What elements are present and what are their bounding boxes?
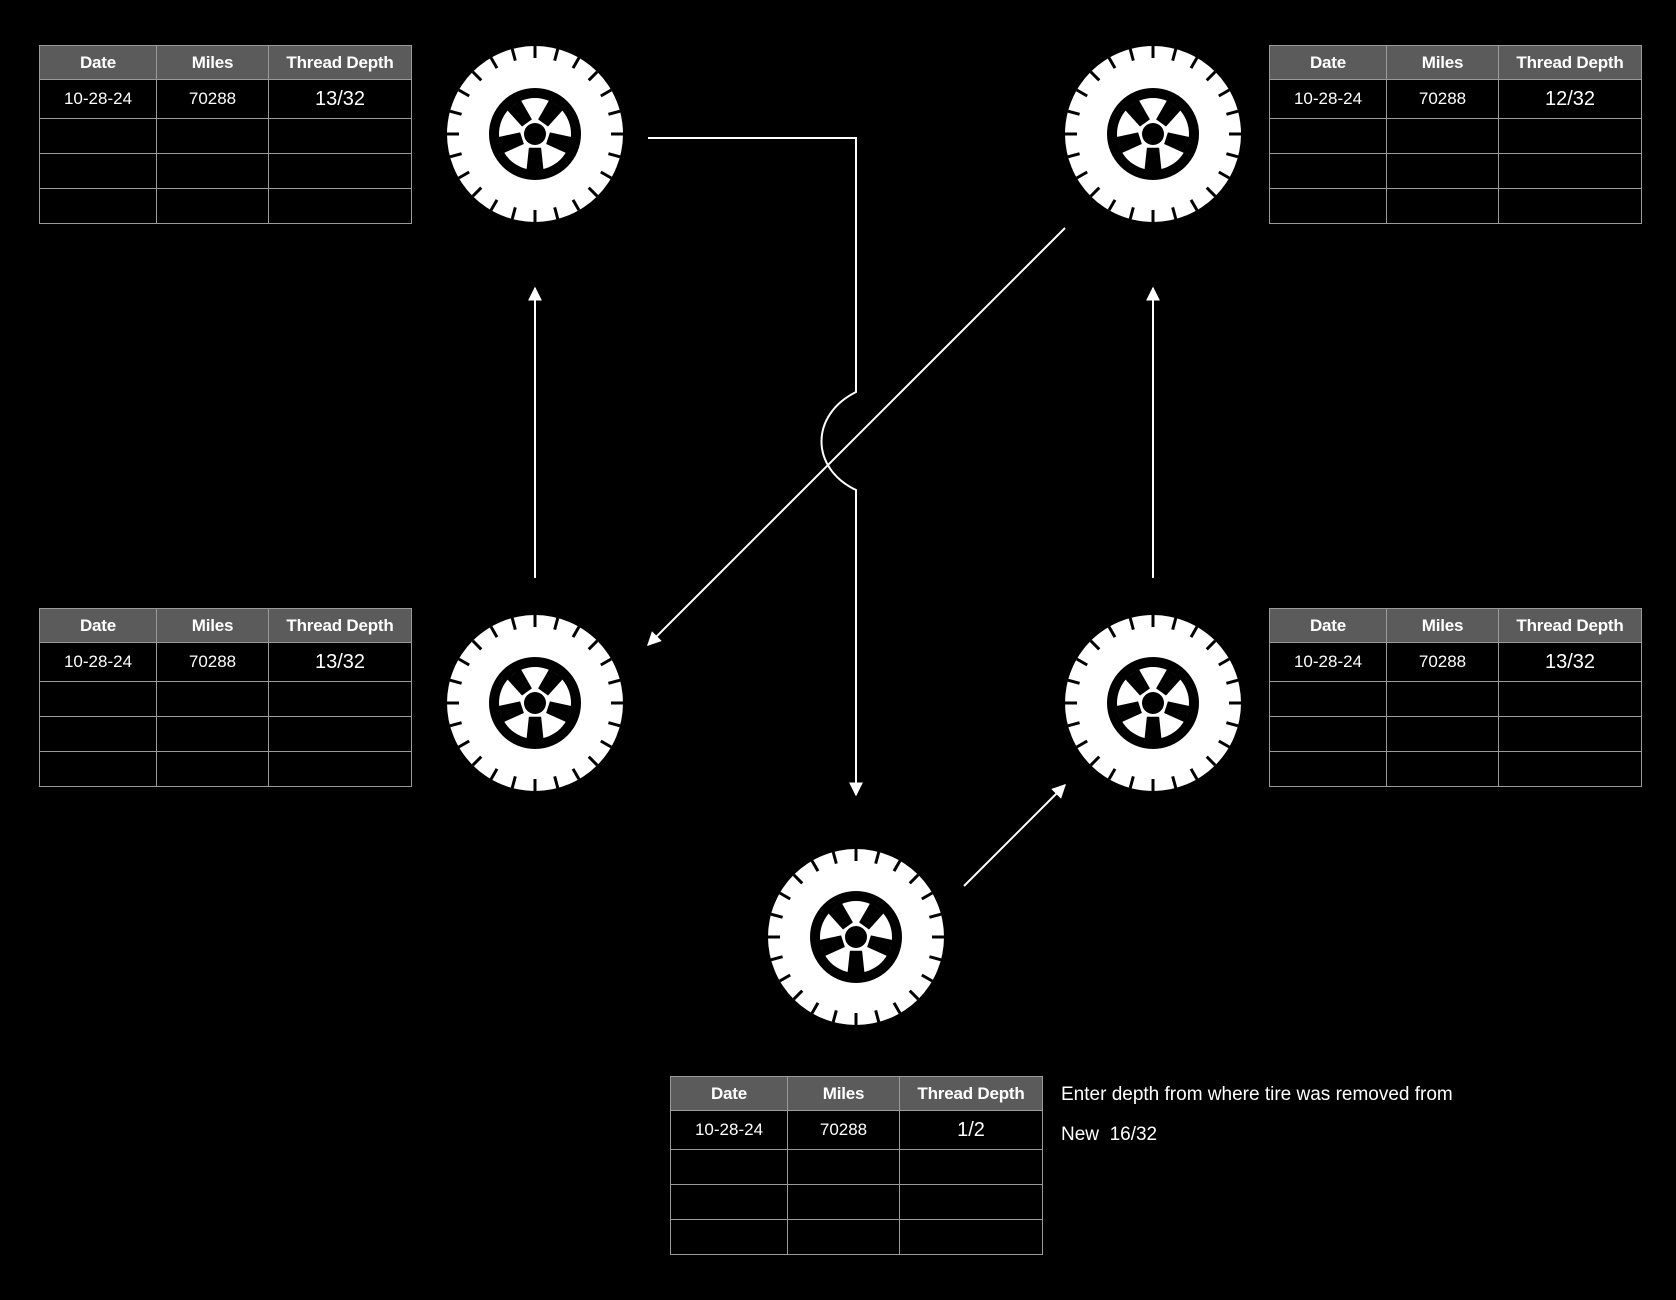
header-miles: Miles [1386,45,1499,80]
empty-cell [1269,188,1387,224]
empty-cell [1269,716,1387,752]
arrow-front-right-to-rear-left [647,227,1066,646]
empty-cell [1498,118,1642,154]
empty-cell [899,1149,1043,1185]
cell-depth: 12/32 [1498,79,1642,119]
empty-cell [1498,153,1642,189]
empty-cell [1498,681,1642,717]
tire-rear-left-icon [445,613,625,793]
cell-miles: 70288 [787,1110,900,1150]
empty-cell [268,716,412,752]
header-date: Date [39,45,157,80]
cell-depth: 13/32 [1498,642,1642,682]
empty-cell [899,1184,1043,1220]
empty-cell [39,118,157,154]
empty-cell [787,1149,900,1185]
tire-log-rear-left: Date Miles Thread Depth 10-28-24 70288 1… [39,608,412,787]
empty-cell [1386,751,1499,787]
empty-cell [670,1219,788,1255]
empty-cell [1386,118,1499,154]
cell-depth: 13/32 [268,79,412,119]
empty-cell [670,1184,788,1220]
empty-cell [670,1149,788,1185]
header-miles: Miles [156,45,269,80]
empty-cell [787,1184,900,1220]
empty-cell [1386,188,1499,224]
header-miles: Miles [787,1076,900,1111]
tire-log-spare: Date Miles Thread Depth 10-28-24 70288 1… [670,1076,1043,1255]
header-date: Date [1269,608,1387,643]
empty-cell [268,188,412,224]
rotation-arrows [528,137,1160,887]
empty-cell [39,681,157,717]
empty-cell [1269,751,1387,787]
empty-cell [268,681,412,717]
header-miles: Miles [156,608,269,643]
tire-front-right-icon [1063,44,1243,224]
cell-date: 10-28-24 [1269,642,1387,682]
empty-cell [1498,751,1642,787]
cell-date: 10-28-24 [1269,79,1387,119]
cell-miles: 70288 [1386,642,1499,682]
cell-depth: 13/32 [268,642,412,682]
cell-depth: 1/2 [899,1110,1043,1150]
empty-cell [39,188,157,224]
header-depth: Thread Depth [268,608,412,643]
empty-cell [1269,681,1387,717]
empty-cell [1269,118,1387,154]
header-depth: Thread Depth [1498,608,1642,643]
new-depth-note: New 16/32 [1061,1124,1158,1145]
cell-miles: 70288 [156,642,269,682]
empty-cell [39,751,157,787]
header-depth: Thread Depth [268,45,412,80]
header-miles: Miles [1386,608,1499,643]
empty-cell [1386,153,1499,189]
arrow-spare-to-rear-right [963,784,1066,887]
empty-cell [1386,681,1499,717]
empty-cell [156,681,269,717]
cell-date: 10-28-24 [39,79,157,119]
header-depth: Thread Depth [899,1076,1043,1111]
empty-cell [156,188,269,224]
tire-log-front-right: Date Miles Thread Depth 10-28-24 70288 1… [1269,45,1642,224]
empty-cell [156,153,269,189]
instruction-note: Enter depth from where tire was removed … [1061,1084,1453,1105]
cell-miles: 70288 [156,79,269,119]
empty-cell [787,1219,900,1255]
tire-front-left-icon [445,44,625,224]
tire-spare-icon [766,847,946,1027]
empty-cell [1269,153,1387,189]
cell-date: 10-28-24 [39,642,157,682]
empty-cell [1498,716,1642,752]
header-date: Date [1269,45,1387,80]
arrow-front-left-to-spare [648,137,863,797]
header-depth: Thread Depth [1498,45,1642,80]
tires-layer [445,44,1243,1027]
tire-log-front-left: Date Miles Thread Depth 10-28-24 70288 1… [39,45,412,224]
empty-cell [156,751,269,787]
tire-rear-right-icon [1063,613,1243,793]
header-date: Date [39,608,157,643]
empty-cell [1498,188,1642,224]
empty-cell [156,716,269,752]
empty-cell [268,153,412,189]
empty-cell [899,1219,1043,1255]
empty-cell [268,118,412,154]
cell-miles: 70288 [1386,79,1499,119]
tire-log-rear-right: Date Miles Thread Depth 10-28-24 70288 1… [1269,608,1642,787]
header-date: Date [670,1076,788,1111]
empty-cell [156,118,269,154]
empty-cell [39,716,157,752]
empty-cell [268,751,412,787]
cell-date: 10-28-24 [670,1110,788,1150]
empty-cell [1386,716,1499,752]
empty-cell [39,153,157,189]
